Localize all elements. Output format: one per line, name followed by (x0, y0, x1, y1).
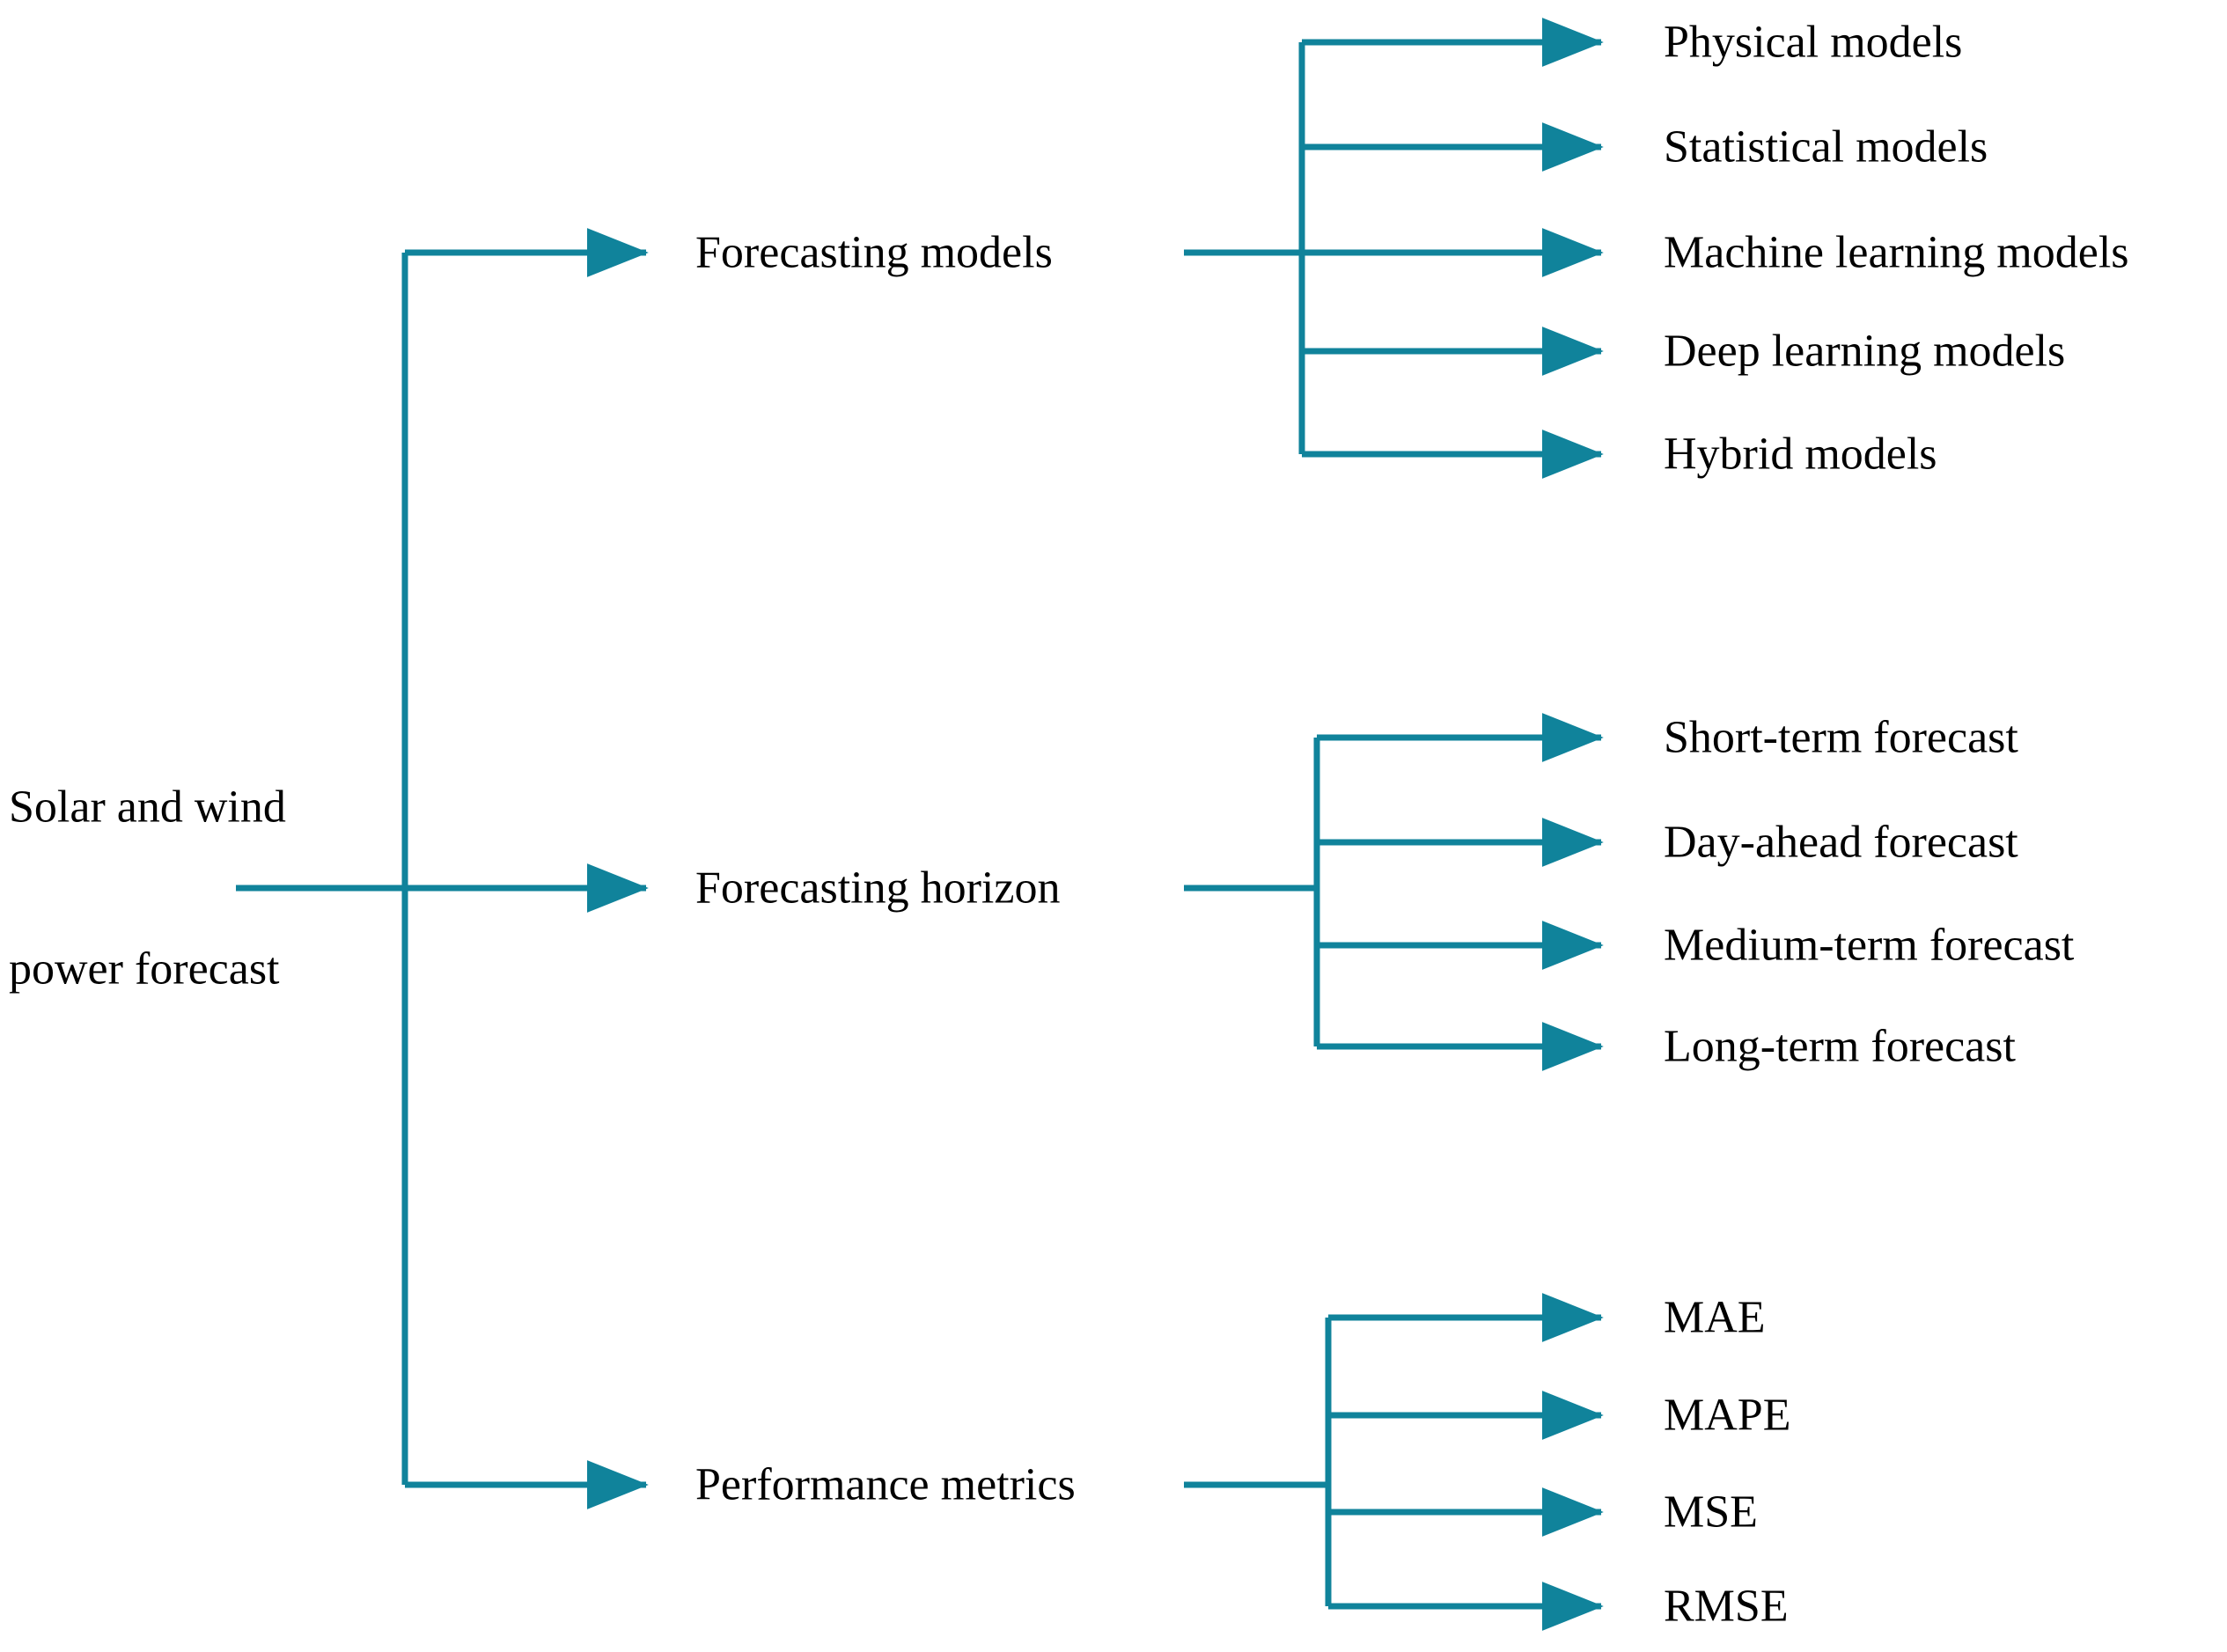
branch-label-performance-metrics: Performance metrics (695, 1459, 1076, 1510)
branch-label-forecasting-models: Forecasting models (695, 227, 1053, 278)
leaf-label-mse: MSE (1664, 1487, 1758, 1538)
leaf-label-medium-term-forecast: Medium-term forecast (1664, 920, 2075, 971)
branch-label-forecasting-horizon: Forecasting horizon (695, 863, 1061, 914)
leaf-label-hybrid-models: Hybrid models (1664, 429, 1937, 480)
leaf-label-rmse: RMSE (1664, 1581, 1789, 1632)
leaf-label-mae: MAE (1664, 1292, 1766, 1343)
leaf-label-short-term-forecast: Short-term forecast (1664, 712, 2018, 763)
root-node-label: Solar and wind power forecast (9, 672, 286, 1105)
leaf-label-statistical-models: Statistical models (1664, 121, 1988, 173)
root-label-line2: power forecast (9, 943, 280, 995)
leaf-label-mape: MAPE (1664, 1390, 1791, 1441)
leaf-label-deep-learning-models: Deep learning models (1664, 326, 2066, 377)
root-label-line1: Solar and wind (9, 782, 286, 833)
leaf-label-machine-learning-models: Machine learning models (1664, 227, 2129, 278)
tree-connectors (236, 18, 1604, 1631)
leaf-label-long-term-forecast: Long-term forecast (1664, 1021, 2016, 1072)
leaf-label-day-ahead-forecast: Day-ahead forecast (1664, 817, 2018, 868)
leaf-label-physical-models: Physical models (1664, 17, 1963, 68)
